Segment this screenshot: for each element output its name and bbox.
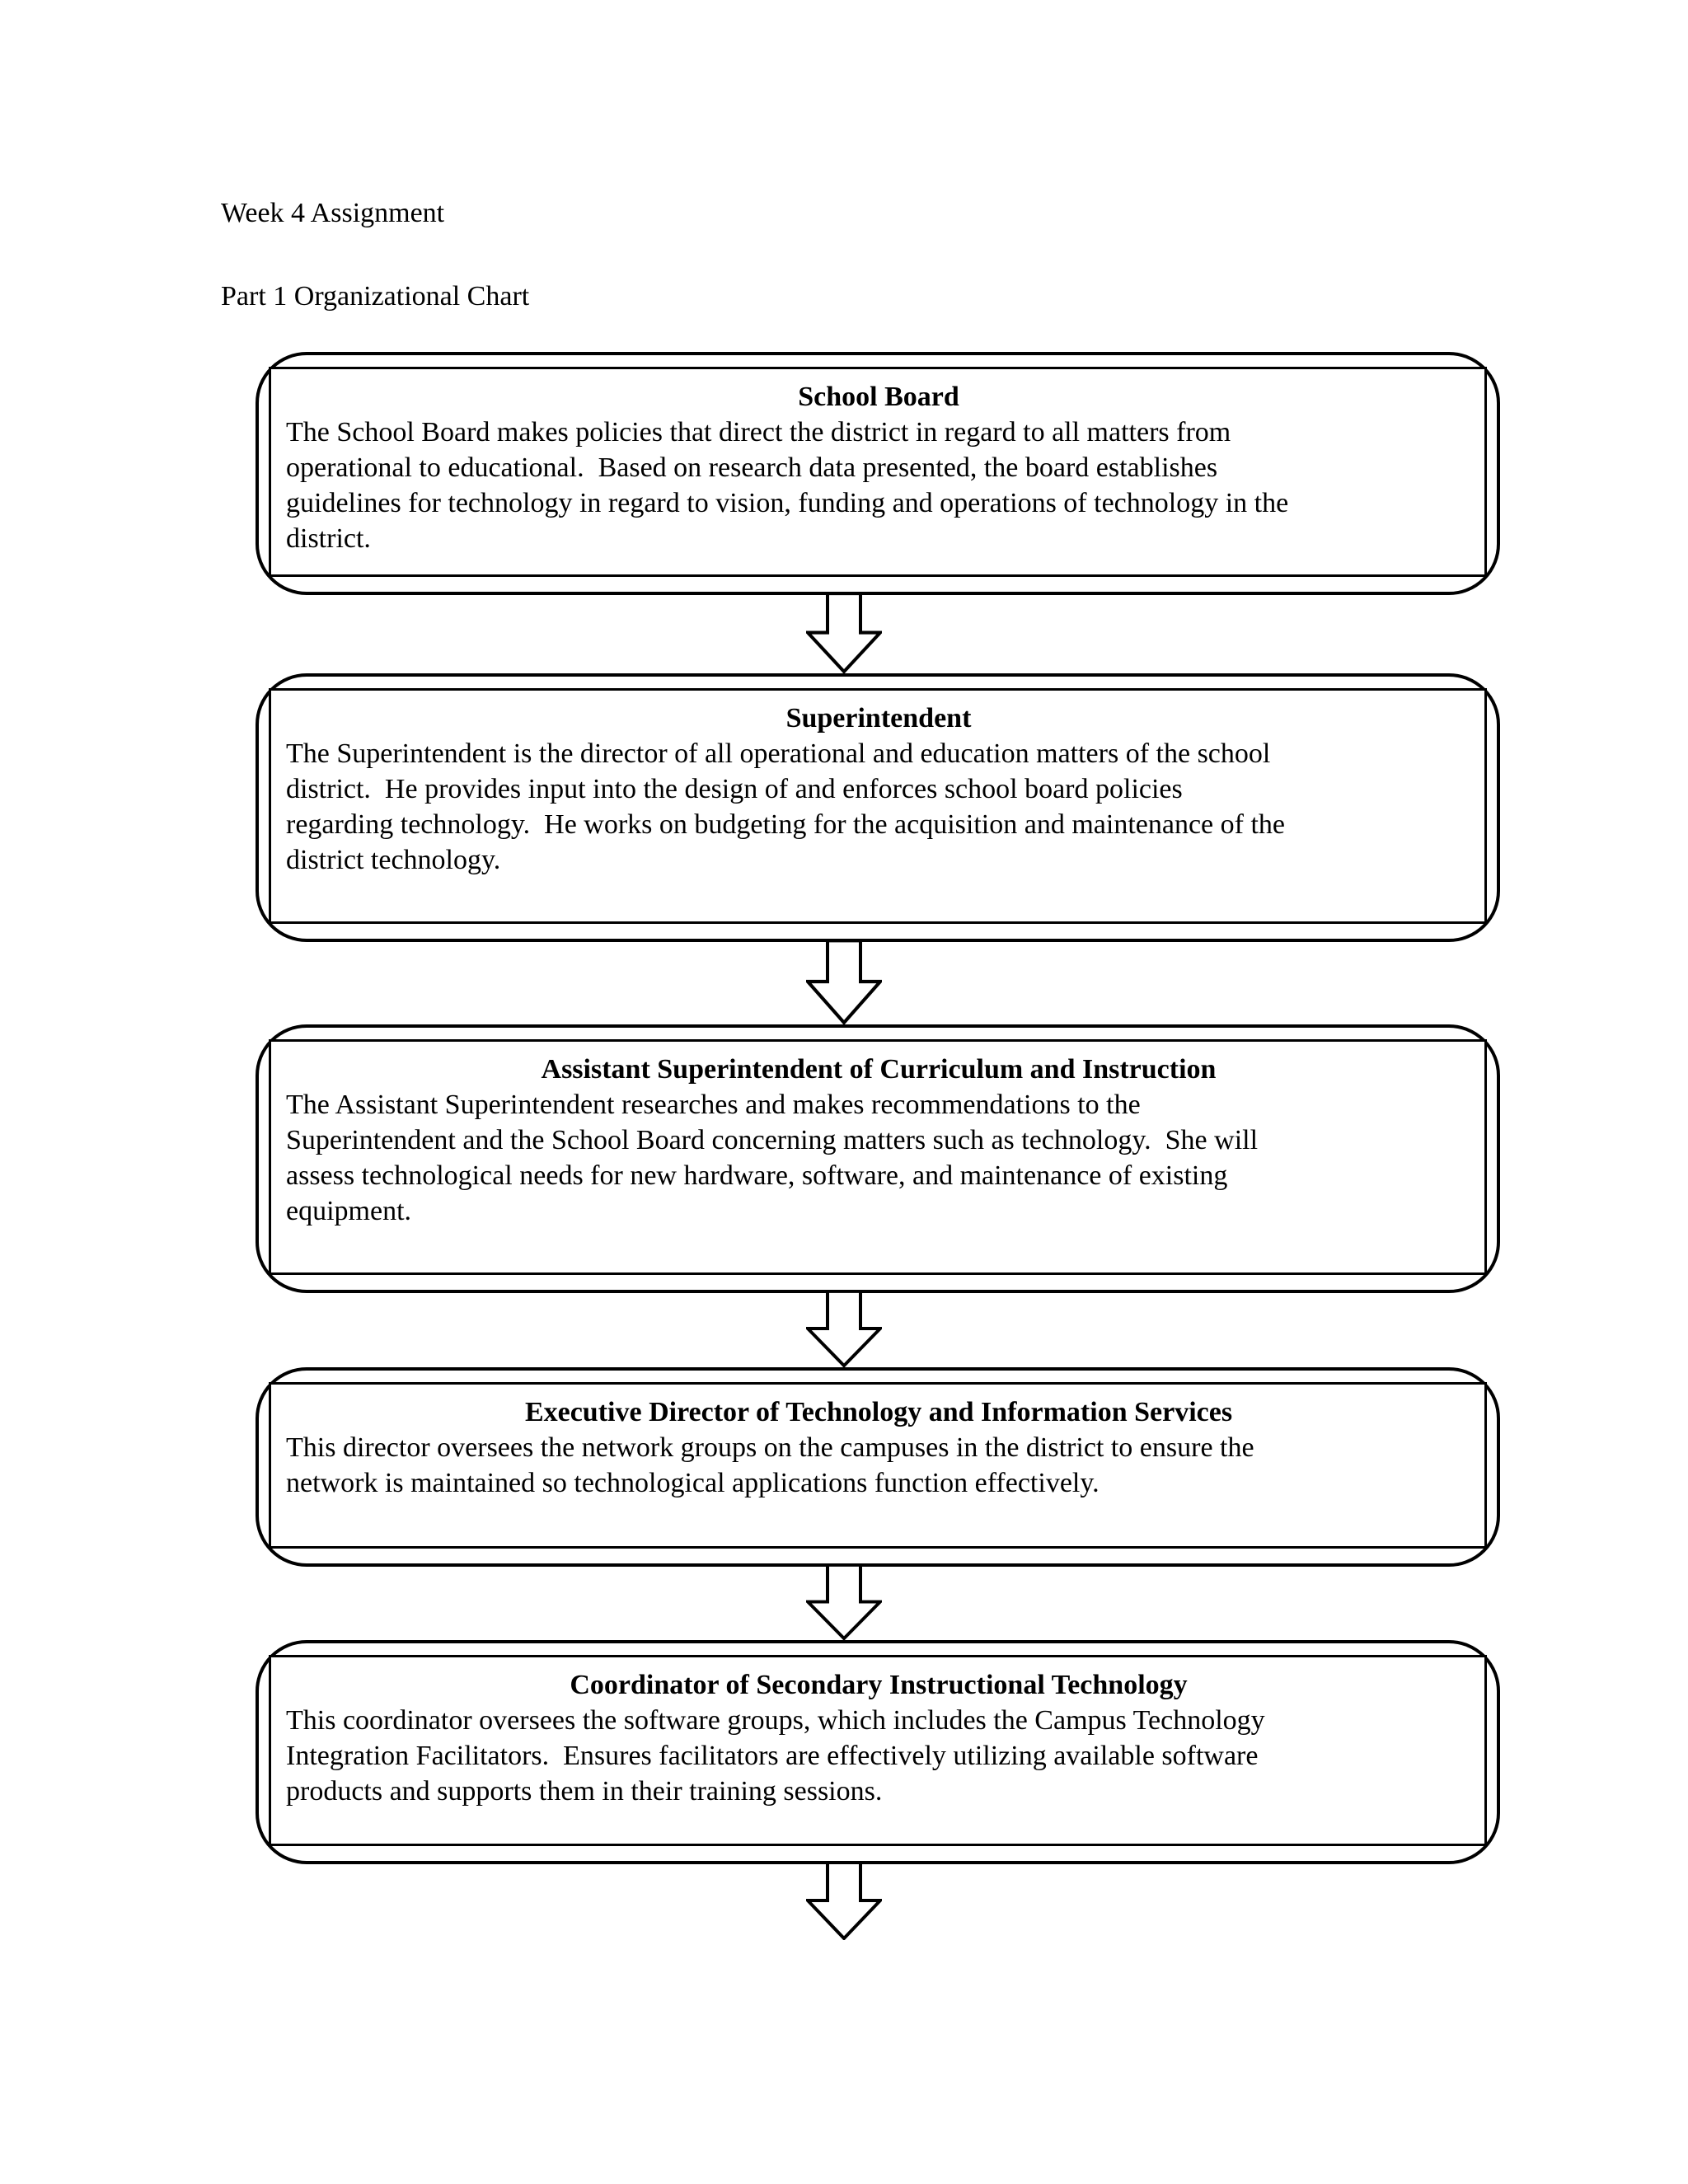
section-title: Part 1 Organizational Chart	[221, 281, 530, 312]
node-inner-frame: Coordinator of Secondary Instructional T…	[269, 1655, 1487, 1846]
node-title: Coordinator of Secondary Instructional T…	[570, 1670, 1188, 1700]
node-description: This director oversees the network group…	[286, 1432, 1254, 1498]
node-outer-frame	[256, 1367, 1500, 1567]
node-outer-frame	[256, 673, 1500, 942]
org-node-school-board: School Board The School Board makes poli…	[256, 352, 1500, 595]
node-inner-frame: Executive Director of Technology and Inf…	[269, 1382, 1487, 1549]
org-node-superintendent: Superintendent The Superintendent is the…	[256, 673, 1500, 942]
node-outer-frame	[256, 1024, 1500, 1293]
down-arrow-icon	[806, 592, 882, 673]
down-arrow-icon	[806, 1290, 882, 1367]
node-outer-frame	[256, 1640, 1500, 1864]
node-inner-frame: Superintendent The Superintendent is the…	[269, 688, 1487, 924]
node-title: Superintendent	[785, 703, 972, 733]
org-node-coordinator: Coordinator of Secondary Instructional T…	[256, 1640, 1500, 1864]
node-inner-frame: Assistant Superintendent of Curriculum a…	[269, 1039, 1487, 1275]
down-arrow-icon	[806, 939, 882, 1024]
down-arrow-icon	[806, 1563, 882, 1640]
node-title: Executive Director of Technology and Inf…	[524, 1397, 1233, 1427]
node-inner-frame: School Board The School Board makes poli…	[269, 367, 1487, 577]
org-node-assistant-superintendent: Assistant Superintendent of Curriculum a…	[256, 1024, 1500, 1293]
node-description: This coordinator oversees the software g…	[286, 1705, 1265, 1807]
node-title: School Board	[798, 382, 959, 412]
node-outer-frame	[256, 352, 1500, 595]
node-title: Assistant Superintendent of Curriculum a…	[541, 1054, 1217, 1085]
assignment-title: Week 4 Assignment	[221, 198, 445, 228]
down-arrow-icon	[806, 1861, 882, 1940]
node-description: The Superintendent is the director of al…	[286, 738, 1285, 875]
org-node-executive-director: Executive Director of Technology and Inf…	[256, 1367, 1500, 1567]
node-description: The School Board makes policies that dir…	[286, 417, 1289, 554]
node-description: The Assistant Superintendent researches …	[286, 1090, 1259, 1226]
